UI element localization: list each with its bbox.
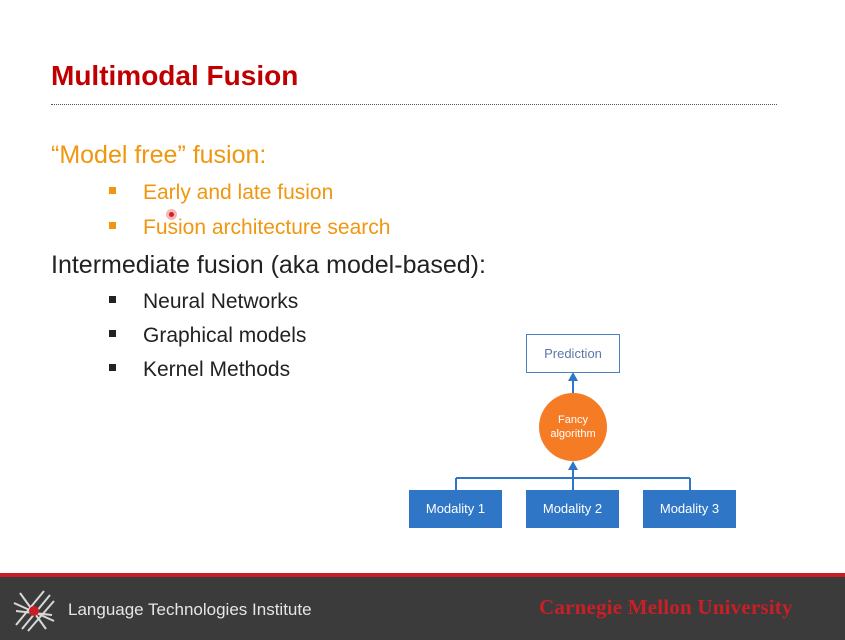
footer-red-stripe [0,573,845,577]
lti-logo-icon [13,590,55,632]
modality-2-node: Modality 2 [526,490,619,528]
arrow-up-icon [568,372,578,381]
algorithm-label-line2: algorithm [550,428,596,440]
bullet-neural-networks: Neural Networks [109,290,298,314]
bullet-square-icon [109,329,116,337]
bullet-square-icon [109,295,116,303]
title-divider [51,104,777,105]
bullet-label: Graphical models [143,324,307,347]
algorithm-label-line1: Fancy [558,414,588,426]
modality-3-node: Modality 3 [643,490,736,528]
slide-title: Multimodal Fusion [51,60,299,91]
prediction-node: Prediction [526,334,620,373]
bullet-early-late-fusion: Early and late fusion [109,181,333,205]
bullet-label: Neural Networks [143,290,299,313]
cursor-dot-icon [166,209,177,220]
bullet-fusion-architecture-search: Fusion architecture search [109,216,390,240]
bullet-label: Early and late fusion [143,181,334,204]
intermediate-heading: Intermediate fusion (aka model-based): [51,251,486,279]
bullet-label: Kernel Methods [143,358,291,381]
fancy-algorithm-node: Fancy algorithm [539,393,607,461]
bullet-kernel-methods: Kernel Methods [109,358,290,382]
modality-1-node: Modality 1 [409,490,502,528]
bullet-square-icon [109,363,116,371]
bullet-graphical-models: Graphical models [109,324,306,348]
footer-bar [0,573,845,640]
model-free-heading: “Model free” fusion: [51,141,267,169]
bullet-square-icon [109,186,116,194]
arrow-up-icon [568,461,578,470]
institute-name: Language Technologies Institute [68,600,312,619]
bullet-square-icon [109,221,116,229]
university-wordmark: Carnegie Mellon University [539,595,793,619]
bullet-label: Fusion architecture search [143,216,391,239]
